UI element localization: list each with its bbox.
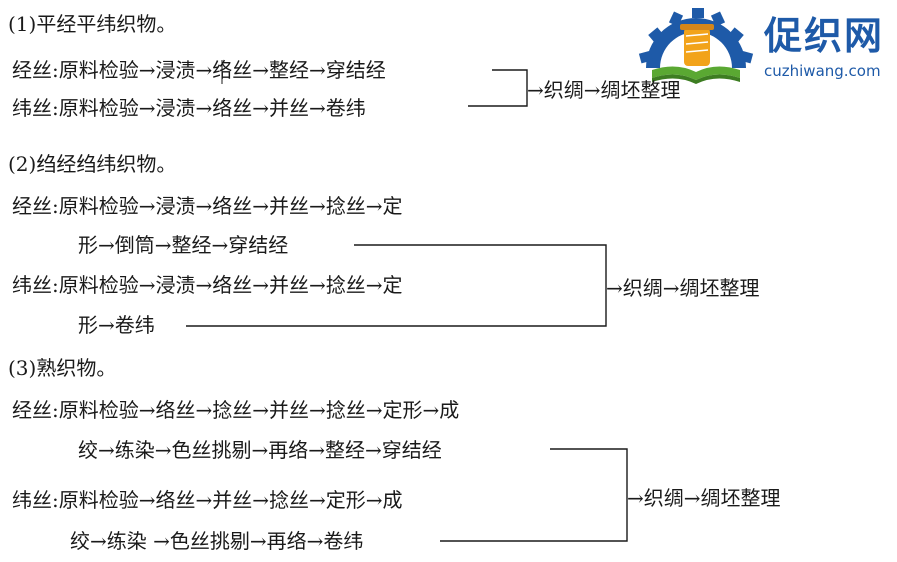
section-3-merge-flow: →织绸→绸坯整理: [627, 486, 781, 510]
section-3-weft-flow-line1: 纬丝:原料检验→络丝→并丝→捻丝→定形→成: [12, 488, 403, 512]
section-1-warp-flow: 经丝:原料检验→浸渍→络丝→整经→穿结经: [12, 58, 386, 82]
section-3-weft-flow-line2: 绞→练染 →色丝挑剔→再络→卷纬: [70, 529, 364, 553]
section-3-bracket: [440, 448, 628, 542]
section-1-bracket: [468, 69, 528, 107]
section-1-weft-flow: 纬丝:原料检验→浸渍→络丝→并丝→卷纬: [12, 96, 366, 120]
section-2-weft-flow-line2: 形→卷纬: [78, 313, 155, 337]
section-2-warp-flow-line2: 形→倒筒→整经→穿结经: [78, 233, 289, 257]
section-3-warp-flow-line1: 经丝:原料检验→络丝→捻丝→并丝→捻丝→定形→成: [12, 398, 460, 422]
section-2-weft-flow-line1: 纬丝:原料检验→浸渍→络丝→并丝→捻丝→定: [12, 273, 403, 297]
gear-spool-logo-icon: [638, 8, 754, 84]
logo-url: cuzhiwang.com: [764, 62, 881, 80]
section-3-heading: (3)熟织物。: [8, 356, 117, 380]
logo-title: 促织网: [764, 14, 885, 58]
section-3-warp-flow-line2: 绞→练染→色丝挑剔→再络→整经→穿结经: [78, 438, 442, 462]
section-1-heading: (1)平经平纬织物。: [8, 12, 177, 36]
cuzhiwang-logo: 促织网 cuzhiwang.com: [636, 8, 896, 88]
section-2-bracket: [186, 244, 607, 327]
section-2-heading: (2)绉经绉纬织物。: [8, 152, 177, 176]
section-1-merge-flow: →织绸→绸坯整理: [527, 78, 681, 102]
section-2-warp-flow-line1: 经丝:原料检验→浸渍→络丝→并丝→捻丝→定: [12, 194, 403, 218]
section-2-merge-flow: →织绸→绸坯整理: [606, 276, 760, 300]
